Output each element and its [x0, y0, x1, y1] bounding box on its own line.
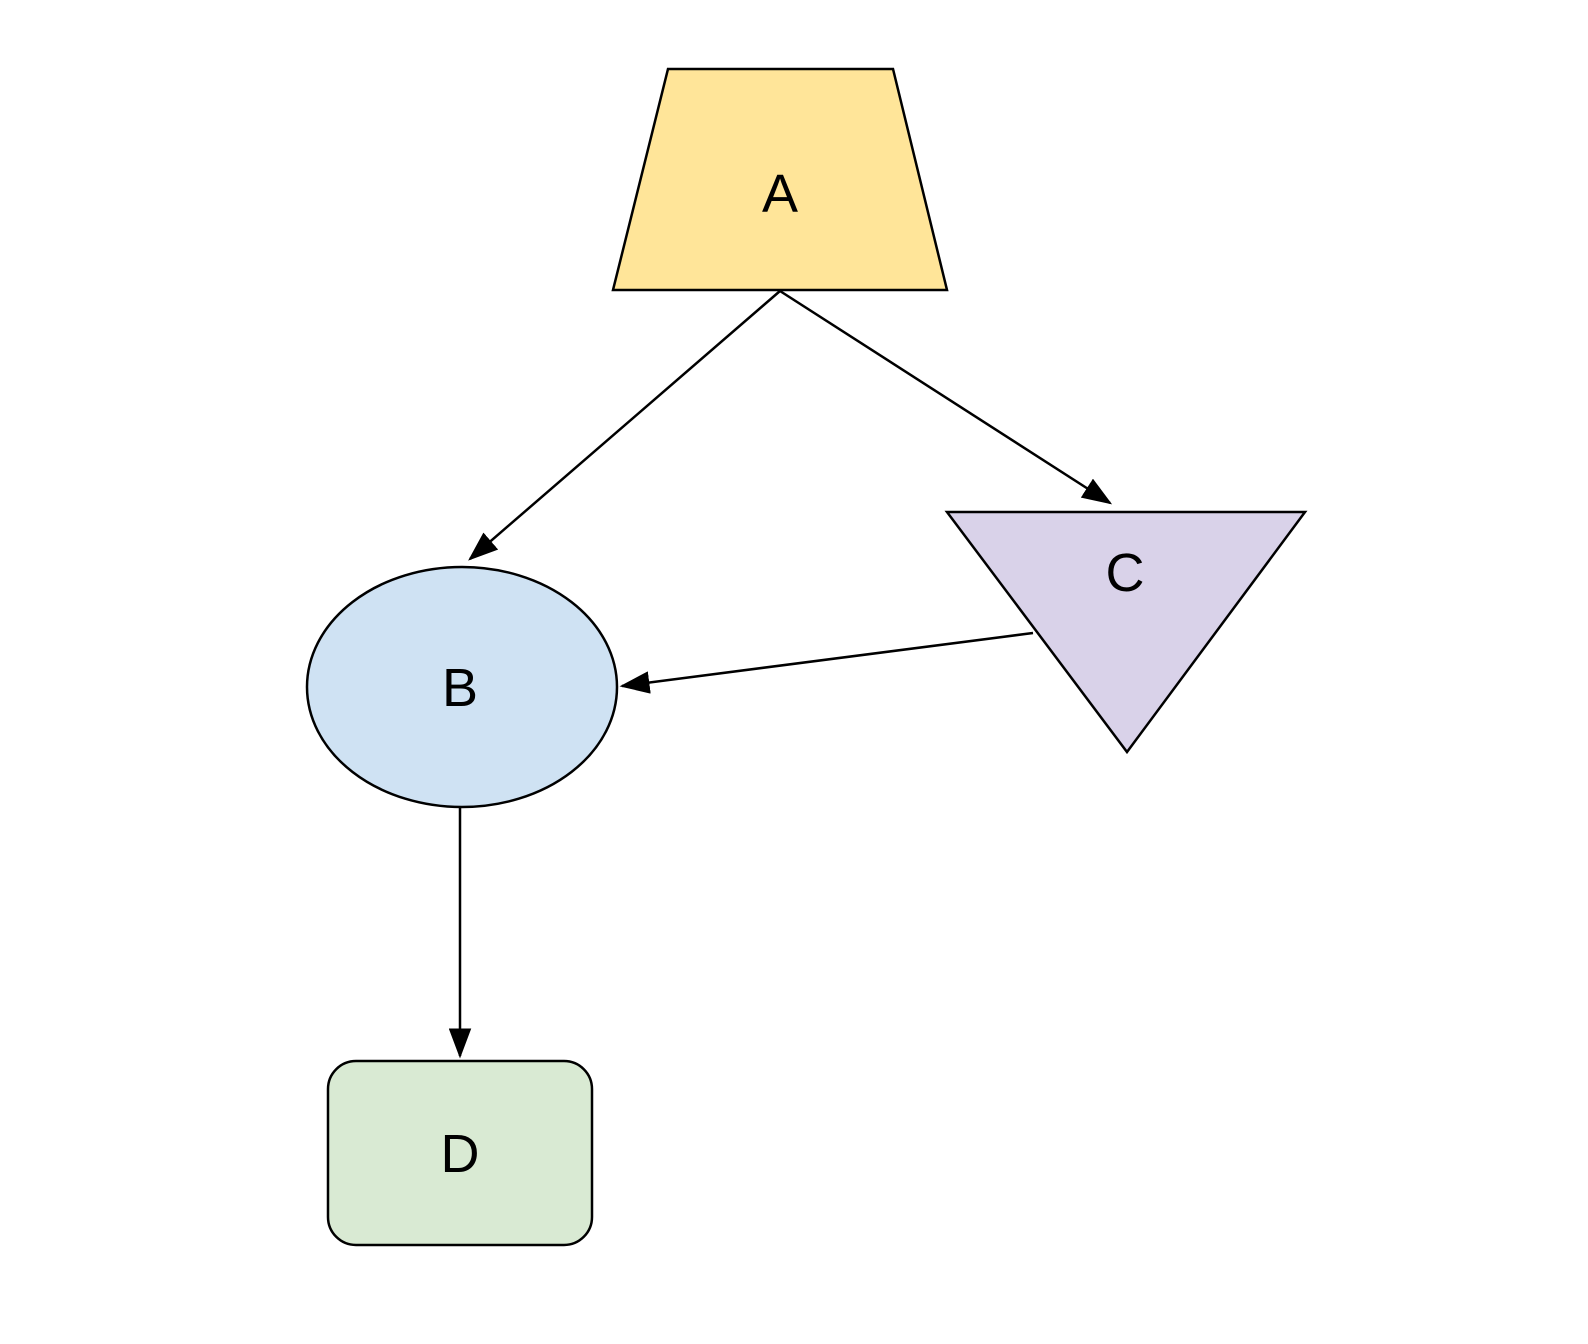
node-C-shape [944, 510, 1308, 755]
node-C-label: C [1106, 543, 1145, 603]
edge-A-to-B [468, 290, 781, 561]
edge-C-to-B [619, 631, 1034, 694]
node-A-shape [611, 67, 949, 292]
edge-A-to-C [779, 289, 1113, 505]
node-A: A [611, 67, 949, 292]
node-C: C [944, 510, 1308, 755]
node-A-label: A [762, 164, 798, 224]
node-D-shape [326, 1059, 594, 1247]
node-D-label: D [441, 1124, 480, 1184]
node-D: D [326, 1059, 594, 1247]
node-B: B [305, 565, 619, 809]
node-B-shape [305, 565, 619, 809]
node-B-label: B [442, 658, 478, 718]
